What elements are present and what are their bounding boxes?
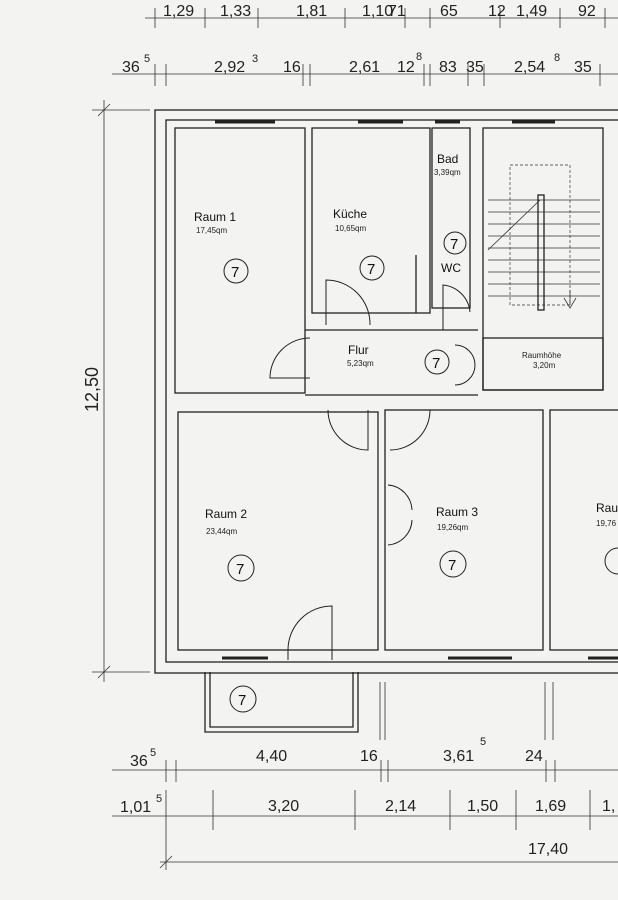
dim-bot2-3: 2,14	[385, 798, 416, 815]
dim-top1-b: 1,33	[220, 3, 251, 20]
dim-top2-2-sup: 3	[252, 53, 258, 65]
kueche-door	[325, 279, 371, 326]
dim-top2-9: 35	[574, 59, 592, 76]
room-raum4: Rau 19,76	[549, 409, 618, 660]
dim-bot1-4: 3,61	[443, 748, 474, 765]
dim-bot1-3: 16	[360, 748, 378, 765]
dim-top2-4: 2,61	[349, 59, 380, 76]
flur-marker: 7	[432, 355, 440, 372]
dim-top2-8-sup: 8	[554, 52, 560, 64]
dim-bot2-2: 3,20	[268, 798, 299, 815]
dim-bot2-5: 1,69	[535, 798, 566, 815]
balcony-marker-circle	[229, 685, 257, 713]
raum3-marker-circle	[439, 550, 467, 578]
dim-top1-h: 1,49	[516, 3, 547, 20]
dim-bot1-2: 4,40	[256, 748, 287, 765]
left-height-dimension: 12,50	[82, 100, 150, 682]
dim-top1-a: 1,29	[163, 3, 194, 20]
raum2-name: Raum 2	[205, 507, 247, 521]
dim-top2-7: 35	[466, 59, 484, 76]
wc-door	[442, 284, 471, 330]
flur-area: 5,23qm	[347, 359, 374, 368]
dim-top2-8: 2,54	[514, 59, 545, 76]
raum2-area: 23,44qm	[206, 527, 237, 536]
kueche-marker-circle	[359, 255, 385, 281]
dim-bot2-6: 1,	[602, 798, 615, 815]
room-raum1: Raum 1 17,45qm 7	[174, 127, 306, 394]
raum3-marker: 7	[448, 557, 456, 574]
dim-bot1-1-sup: 5	[150, 747, 156, 759]
raumhoehe-label: Raumhöhe	[522, 351, 562, 360]
outer-walls	[154, 109, 618, 674]
raum3-double-door	[387, 484, 413, 546]
flur-door-left	[269, 337, 311, 379]
room-raum3: Raum 3 19,26qm 7	[384, 409, 544, 660]
wc-marker: 7	[450, 236, 458, 253]
dim-top1-f: 65	[440, 3, 458, 20]
room-bad-wc: Bad 3,39qm 7 WC	[431, 127, 471, 330]
dim-bot2-1-sup: 5	[156, 793, 162, 805]
bottom-dimension-row-2: 1,01 5 3,20 2,14 1,50 1,69 1,	[112, 790, 618, 870]
dim-top1-c: 1,81	[296, 3, 327, 20]
dim-height-label: 12,50	[82, 367, 102, 412]
dim-bot2-4: 1,50	[467, 798, 498, 815]
raum3-name: Raum 3	[436, 505, 478, 519]
raum1-marker: 7	[231, 264, 239, 281]
raumhoehe-value: 3,20m	[533, 361, 556, 370]
flur-door-raum3	[389, 409, 431, 451]
dim-bot2-1: 1,01	[120, 799, 151, 816]
dim-total-width: 17,40	[528, 841, 568, 858]
balcony-marker: 7	[238, 692, 246, 709]
dim-top2-5-sup: 8	[416, 51, 422, 63]
wc-name: WC	[441, 261, 461, 275]
bottom-dimension-row-1: 36 5 4,40 16 3,61 5 24	[112, 736, 618, 782]
raum2-balcony-door	[287, 605, 333, 660]
top-dimension-row-2: 36 5 2,92 3 16 2,61 12 8 83 35 2,54 8 35	[112, 51, 618, 86]
dim-top2-2: 2,92	[214, 59, 245, 76]
stairwell: Raumhöhe 3,20m	[482, 127, 604, 391]
flur-name: Flur	[348, 343, 369, 357]
raum1-name: Raum 1	[194, 210, 236, 224]
dim-bot1-1: 36	[130, 753, 148, 770]
dim-top1-g: 12	[488, 3, 506, 20]
raum1-marker-circle	[223, 258, 249, 284]
kueche-area: 10,65qm	[335, 224, 366, 233]
dim-top2-1: 36	[122, 59, 140, 76]
total-width-dimension: 17,40	[159, 841, 618, 869]
dim-bot1-5: 24	[525, 748, 543, 765]
raum2-marker: 7	[236, 561, 244, 578]
dim-top1-i: 92	[578, 3, 596, 20]
raum3-area: 19,26qm	[437, 523, 468, 532]
raum2-marker-circle	[227, 554, 255, 582]
room-kueche: Küche 10,65qm 7	[311, 127, 431, 326]
raum1-area: 17,45qm	[196, 226, 227, 235]
flur-door-stair	[454, 344, 476, 386]
balcony: 7	[204, 672, 554, 740]
dim-top1-e: 71	[388, 3, 406, 20]
dim-bot1-4-sup: 5	[480, 736, 486, 748]
dim-top2-1-sup: 5	[144, 53, 150, 65]
flur-marker-circle	[424, 349, 450, 375]
bad-area: 3,39qm	[434, 168, 461, 177]
flur-door-raum2	[327, 409, 369, 451]
kueche-marker: 7	[367, 261, 375, 278]
wc-marker-circle	[443, 231, 467, 255]
raum4-marker-partial	[604, 547, 618, 575]
dim-top2-3: 16	[283, 59, 301, 76]
dim-top1-d: 1,10	[362, 3, 393, 20]
dim-top2-6: 83	[439, 59, 457, 76]
raum4-name: Rau	[596, 501, 618, 515]
room-raum2: Raum 2 23,44qm 7	[177, 411, 379, 660]
bad-name: Bad	[437, 152, 458, 166]
top-dimension-row-1: 1,29 1,33 1,81 1,10 71 65 12 1,49 92	[145, 3, 618, 28]
dim-top2-5: 12	[397, 59, 415, 76]
room-flur: Flur 5,23qm 7	[269, 329, 478, 451]
raum4-area: 19,76	[596, 519, 617, 528]
kueche-name: Küche	[333, 207, 367, 221]
